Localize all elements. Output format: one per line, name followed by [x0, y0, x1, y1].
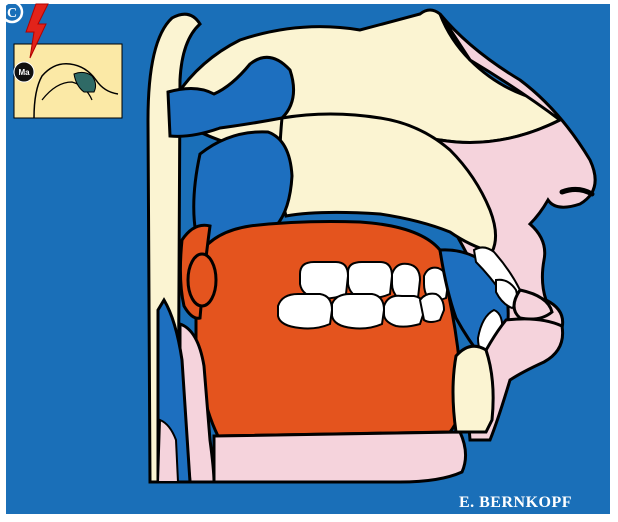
tooth	[392, 264, 420, 300]
mandible	[453, 346, 493, 432]
inset-label-text: Ma	[14, 66, 34, 80]
tonsil	[188, 254, 216, 306]
tooth	[420, 294, 444, 322]
tooth	[278, 294, 332, 329]
neck-floor	[214, 432, 466, 482]
copyright-letter: C	[7, 6, 17, 21]
oral-cavity-highlight	[196, 222, 462, 437]
author-credit: E. BERNKOPF	[459, 492, 572, 514]
tooth	[384, 296, 424, 327]
copyright-icon: C	[0, 0, 24, 24]
lower-teeth	[278, 294, 444, 329]
tooth	[332, 294, 384, 329]
